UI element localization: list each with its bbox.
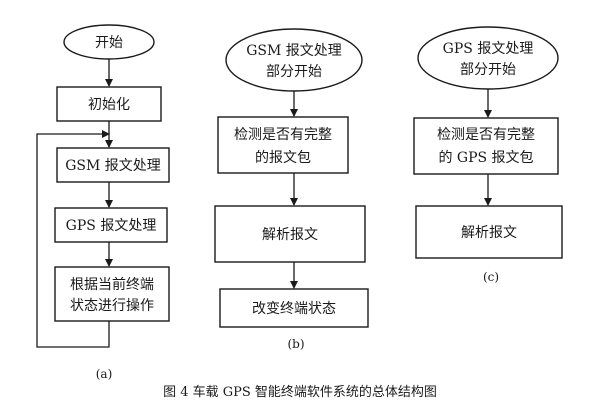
- a-operate-label-line2: 状态进行操作: [70, 298, 154, 314]
- a-gsm-node: [56, 147, 170, 183]
- panel-c: GPS 报文处理 部分开始 检测是否有完整 的 GPS 报文包 解析报文 (c): [413, 26, 563, 284]
- b-detect-node: [217, 116, 349, 174]
- panel-a: 开始 初始化 GSM 报文处理 GPS 报文处理 根据当前终端 状态进行操作 (…: [36, 24, 170, 381]
- a-init-node: [56, 86, 162, 122]
- c-panel-label: (c): [483, 270, 499, 284]
- a-loop-back-edge: [36, 130, 110, 348]
- c-detect-node: [413, 117, 559, 175]
- b-detect-label-line2: 的报文包: [255, 150, 311, 166]
- b-parse-label: 解析报文: [262, 227, 318, 243]
- c-parse-label: 解析报文: [461, 225, 517, 241]
- b-start-label-line1: GSM 报文处理: [246, 43, 342, 59]
- c-parse-node: [415, 205, 563, 259]
- c-start-node: [417, 26, 559, 90]
- b-change-node: [219, 288, 369, 328]
- c-start-label-line1: GPS 报文处理: [443, 41, 534, 57]
- a-start-label: 开始: [95, 35, 123, 51]
- panel-b: GSM 报文处理 部分开始 检测是否有完整 的报文包 解析报文 改变终端状态 (…: [214, 28, 369, 351]
- a-panel-label: (a): [96, 367, 113, 381]
- b-start-label-line2: 部分开始: [266, 64, 322, 80]
- c-detect-label-line1: 检测是否有完整: [437, 127, 535, 143]
- c-detect-label-line2: 的 GPS 报文包: [438, 150, 533, 166]
- a-gps-label: GPS 报文处理: [66, 218, 157, 234]
- a-init-label: 初始化: [88, 96, 130, 113]
- b-panel-label: (b): [287, 337, 304, 351]
- a-operate-node: [54, 266, 170, 322]
- figure-caption: 图 4 车载 GPS 智能终端软件系统的总体结构图: [163, 384, 437, 400]
- a-gsm-label: GSM 报文处理: [65, 158, 161, 174]
- b-change-label: 改变终端状态: [252, 301, 336, 317]
- b-detect-label-line1: 检测是否有完整: [234, 127, 332, 143]
- b-start-node: [225, 28, 363, 92]
- a-operate-label-line1: 根据当前终端: [70, 276, 154, 293]
- a-gps-node: [54, 207, 168, 243]
- c-start-label-line2: 部分开始: [460, 62, 516, 78]
- b-parse-node: [214, 205, 366, 263]
